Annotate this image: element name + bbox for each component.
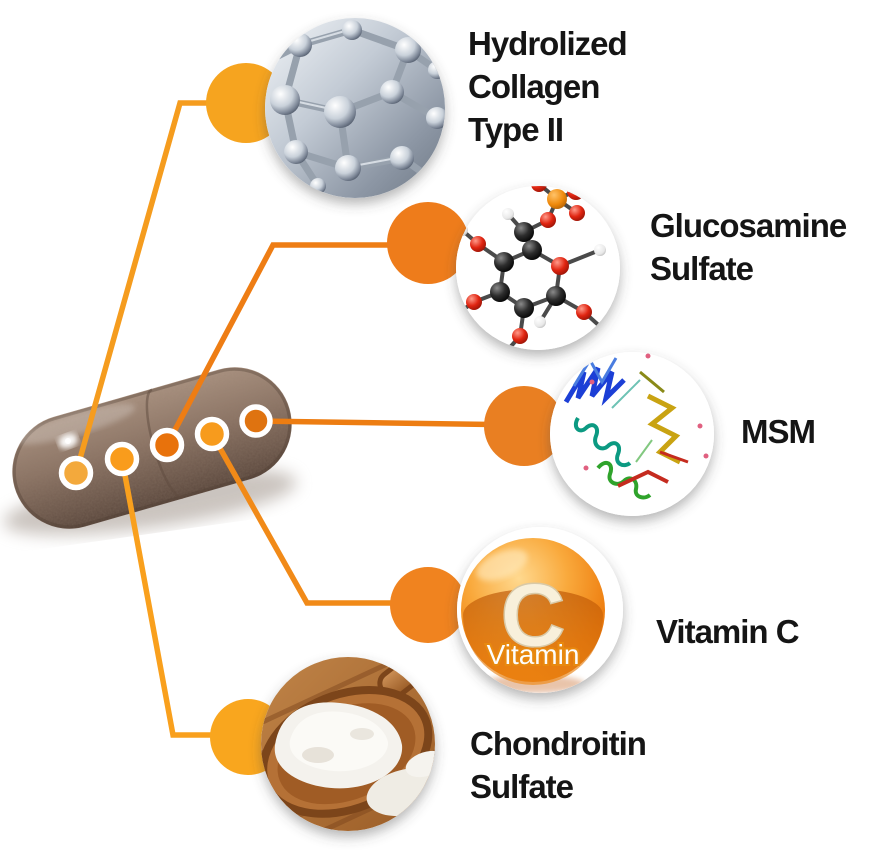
- collagen-tab: [206, 63, 286, 143]
- capsule-dot-glucosamine: [149, 427, 185, 463]
- collagen-molecule-image: [265, 18, 445, 198]
- msm-label: MSM: [741, 413, 816, 450]
- chondroitin-label: Chondroitin Sulfate: [470, 725, 647, 805]
- vitamin-c-callout-line: [209, 432, 428, 606]
- glucosamine-callout-line: [164, 242, 428, 447]
- vitamin-c-sphere-image: C Vitamin: [457, 527, 623, 693]
- glucosamine-label: Glucosamine Sulfate: [650, 207, 847, 287]
- msm-protein-ribbon-image: [550, 352, 714, 516]
- glucosamine-tab: [387, 202, 469, 284]
- collagen-label: Hydrolized Collagen Type II: [468, 25, 628, 148]
- capsule-dot-collagen: [58, 455, 94, 491]
- chondroitin-powder-spoon-image: [261, 657, 435, 831]
- capsule-dot-chondroitin: [104, 441, 140, 477]
- glucosamine-molecule-image: [456, 186, 620, 350]
- capsule-dot-vitamin-c: [194, 416, 230, 452]
- capsule-dot-msm: [239, 404, 273, 438]
- msm-callout-line: [255, 418, 525, 428]
- vitamin-c-sphere-word: Vitamin: [487, 639, 580, 670]
- vitamin-c-sphere-letter: C: [501, 566, 566, 666]
- vitamin-c-label: Vitamin C: [656, 613, 800, 650]
- msm-tab: [484, 386, 564, 466]
- vitamin-c-tab: [390, 567, 466, 643]
